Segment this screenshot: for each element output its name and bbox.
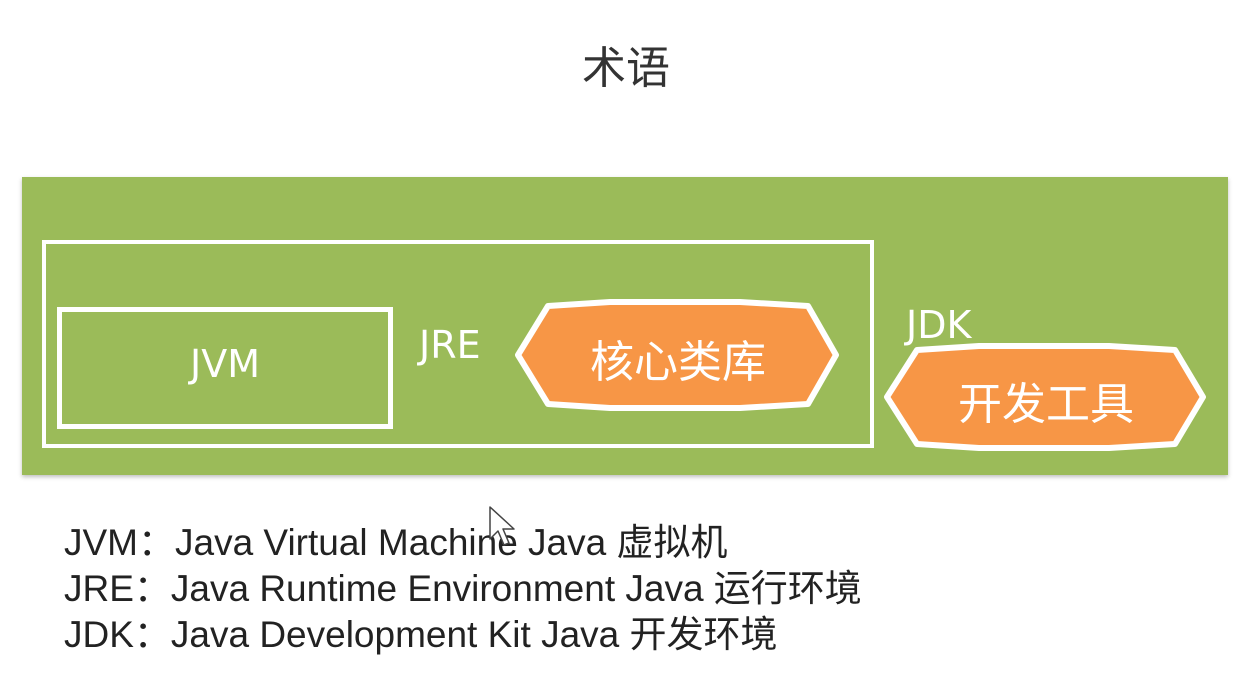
legend: JVM：Java Virtual Machine Java 虚拟机 JRE：Ja…	[64, 520, 862, 658]
mouse-pointer-icon	[489, 506, 515, 546]
jdk-label: JDK	[906, 303, 972, 347]
dev-tools-octagon	[884, 343, 1206, 451]
dev-tools-label: 开发工具	[958, 379, 1134, 430]
core-library-label: 核心类库	[590, 337, 766, 388]
jre-label: JRE	[419, 323, 481, 367]
legend-row-jre: JRE：Java Runtime Environment Java 运行环境	[64, 568, 862, 609]
slide-title: 术语	[582, 43, 670, 94]
legend-row-jdk: JDK：Java Development Kit Java 开发环境	[64, 614, 778, 655]
legend-row-jvm: JVM：Java Virtual Machine Java 虚拟机	[64, 522, 728, 563]
jvm-label: JVM	[190, 342, 260, 386]
jre-box	[42, 240, 874, 448]
core-library-octagon	[515, 299, 839, 411]
jvm-box	[57, 307, 393, 429]
